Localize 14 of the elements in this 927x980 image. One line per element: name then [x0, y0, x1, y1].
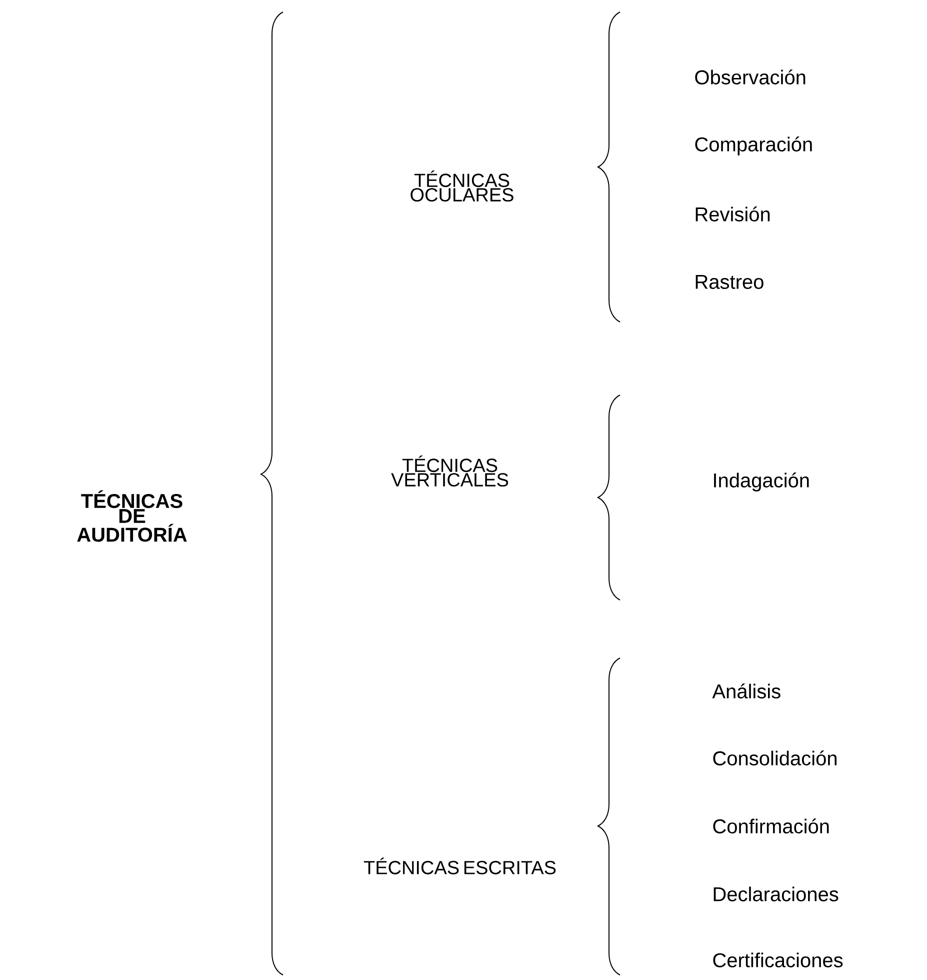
item-text: Rastreo [696, 275, 764, 289]
item-text: Confirmación [713, 818, 829, 834]
item-text: Análisis [712, 684, 780, 698]
item-text: Declaraciones [714, 886, 838, 902]
category-text: TÉCNICAS VERTICALES [391, 455, 508, 487]
item-text: Revisión [696, 206, 770, 222]
item-text: Indagación [714, 472, 809, 492]
category-text: TÉCNICAS OCULARES [410, 170, 514, 202]
category-text: TÉCNICAS ESCRITAS [364, 858, 556, 874]
item-text: Consolidación [713, 750, 836, 766]
item-text: Comparación [695, 136, 812, 156]
item-text: Certificaciones [713, 952, 843, 968]
heading-text: TÉCNICAS DE AUDITORÍA [77, 490, 187, 542]
item-text: Observación [695, 70, 806, 84]
